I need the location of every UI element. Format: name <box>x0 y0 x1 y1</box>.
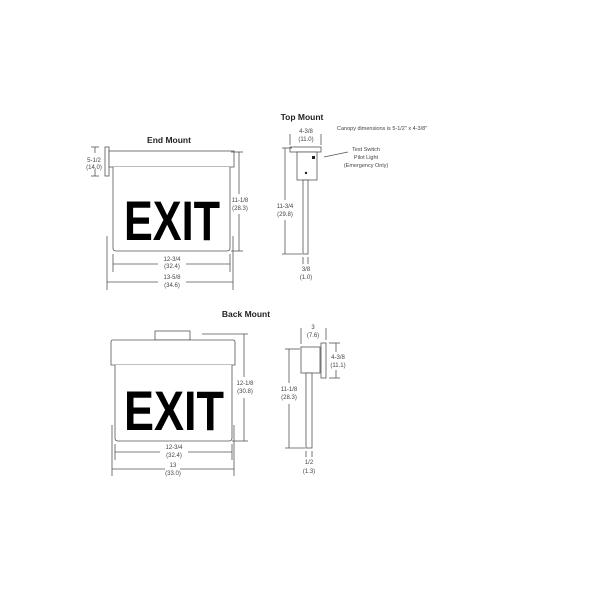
side-height-in: 11-1/8 <box>281 387 298 393</box>
side-panel-edge <box>305 372 313 449</box>
test-switch-icon <box>312 156 315 159</box>
end-mount-panel <box>112 167 231 252</box>
back-mount-title: Back Mount <box>222 309 270 319</box>
callout-emergency-only: (Emergency Only) <box>344 163 388 169</box>
back-mount-panel <box>114 365 233 442</box>
end-mount-canopy <box>108 150 235 168</box>
side-depth-cm: (7.6) <box>307 333 319 339</box>
callout-pilot-light: Pilot Light <box>354 155 379 161</box>
end-mount-view <box>91 146 243 290</box>
top-mount-view <box>282 134 349 264</box>
back-height-cm: (30.8) <box>237 389 253 395</box>
top-thickness-cm: (1.0) <box>300 275 312 281</box>
back-height-in: 12-1/8 <box>236 381 254 387</box>
side-housing <box>300 346 321 374</box>
back-mount-side-view <box>285 328 340 457</box>
end-overall-width-cm: (34.6) <box>164 283 180 289</box>
side-plate-height-cm: (11.1) <box>330 363 345 369</box>
end-panel-width-in: 12-3/4 <box>163 257 181 263</box>
top-thickness-in: 3/8 <box>302 267 311 273</box>
canopy-dimensions-note: Canopy dimensions is 5-1/2" x 4-3/8" <box>337 126 427 132</box>
end-height-cm: (28.3) <box>232 206 248 212</box>
back-mount-canopy <box>154 330 191 341</box>
top-mount-canopy-plate <box>289 146 322 153</box>
end-overall-width-in: 13-5/8 <box>163 275 181 281</box>
back-mount-exit-text: EXIT <box>124 379 224 442</box>
end-mount-title: End Mount <box>147 135 191 145</box>
back-overall-width-cm: (33.0) <box>165 471 181 477</box>
side-depth-in: 3 <box>311 325 315 331</box>
top-canopy-width-cm: (11.0) <box>298 137 313 143</box>
back-panel-width-in: 12-3/4 <box>165 445 183 451</box>
end-canopy-height-cm: (14.0) <box>86 165 102 171</box>
end-canopy-height-in: 5-1/2 <box>87 158 101 164</box>
back-overall-width-in: 13 <box>170 463 177 469</box>
back-mount-view <box>110 330 248 476</box>
back-mount-housing <box>110 339 236 366</box>
side-thickness-cm: (1.3) <box>303 469 315 475</box>
side-thickness-in: 1/2 <box>305 460 314 466</box>
end-mount-end-cap <box>104 146 110 177</box>
top-mount-title: Top Mount <box>281 112 324 122</box>
side-wall-plate <box>320 342 327 379</box>
top-canopy-width-in: 4-3/8 <box>299 129 313 135</box>
end-mount-exit-text: EXIT <box>124 189 220 252</box>
side-plate-height-in: 4-3/8 <box>331 355 345 361</box>
top-mount-panel-edge <box>302 179 309 255</box>
top-height-cm: (29.8) <box>277 212 293 218</box>
back-panel-width-cm: (32.4) <box>166 453 182 459</box>
side-height-cm: (28.3) <box>281 395 297 401</box>
top-height-in: 11-3/4 <box>277 204 294 210</box>
end-height-in: 11-1/8 <box>232 198 249 204</box>
pilot-light-icon <box>304 171 308 175</box>
end-panel-width-cm: (32.4) <box>164 264 180 270</box>
callout-test-switch: Test Switch <box>352 147 380 153</box>
